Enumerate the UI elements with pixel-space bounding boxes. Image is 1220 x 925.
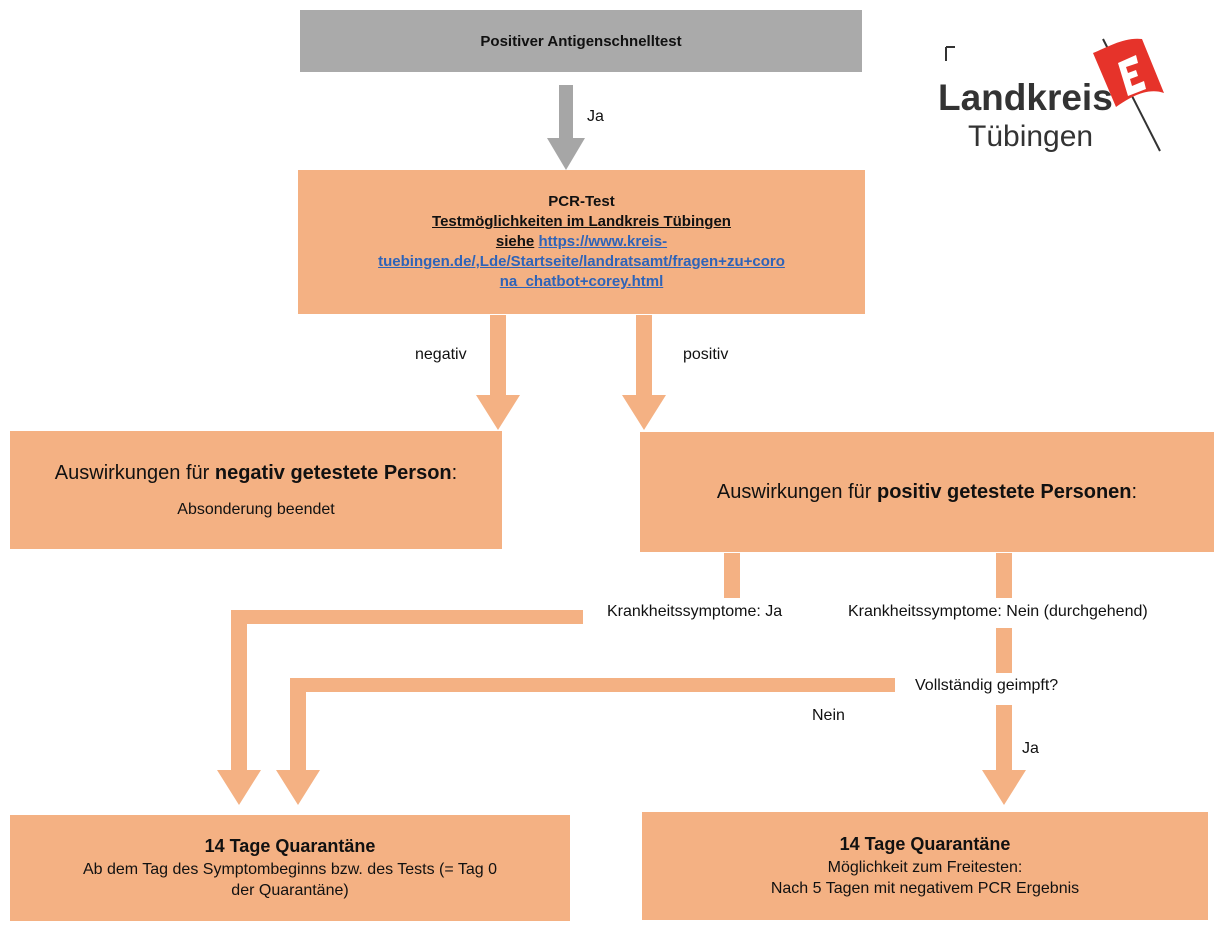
edge-label-symptoms-no: Krankheitssymptome: Nein (durchgehend) <box>848 603 1148 620</box>
edge-label-negativ: negativ <box>415 346 467 363</box>
negative-result-node: Auswirkungen für negativ getestete Perso… <box>10 431 502 549</box>
arrow-vaccinated-no-to-quarantine <box>276 678 895 805</box>
pcr-link-part-3[interactable]: na_chatbot+corey.html <box>499 273 664 290</box>
positive-heading-prefix: Auswirkungen für <box>716 480 877 503</box>
positive-heading-suffix: : <box>1131 480 1138 503</box>
negative-heading-suffix: : <box>451 461 458 484</box>
connector-symptoms-yes-stub <box>724 553 740 598</box>
quarantine-left-node: 14 Tage Quarantäne Ab dem Tag des Sympto… <box>10 815 570 921</box>
pcr-link-part-2[interactable]: tuebingen.de/,Lde/Startseite/landratsamt… <box>378 253 785 270</box>
logo-line-1: Landkreis <box>938 77 1113 118</box>
flag-icon <box>945 38 1164 152</box>
arrow-start-to-pcr <box>547 85 585 170</box>
logo-line-2: Tübingen <box>968 120 1094 153</box>
landkreis-logo: Landkreis Tübingen <box>928 35 1178 185</box>
pcr-subtitle: Testmöglichkeiten im Landkreis Tübingen <box>432 213 731 230</box>
quarantine-right-node: 14 Tage Quarantäne Möglichkeit zum Freit… <box>642 812 1208 920</box>
pcr-title: PCR-Test <box>548 193 615 210</box>
quarantine-left-line-1: Ab dem Tag des Symptombeginns bzw. des T… <box>82 860 497 878</box>
positive-result-node: Auswirkungen für positiv getestete Perso… <box>640 432 1214 552</box>
negative-heading-prefix: Auswirkungen für <box>54 461 215 484</box>
arrow-pcr-to-positive <box>622 315 666 430</box>
edge-label-nein: Nein <box>812 707 845 724</box>
negative-result-detail: Absonderung beendet <box>177 500 335 518</box>
start-node-title: Positiver Antigenschnelltest <box>480 32 682 50</box>
negative-heading-bold: negativ getestete Person <box>214 461 452 484</box>
arrow-symptoms-yes-to-quarantine <box>217 610 583 805</box>
pcr-link-part-1[interactable]: https://www.kreis- <box>538 233 668 250</box>
positive-result-heading: Auswirkungen für positiv getestete Perso… <box>717 481 1137 504</box>
edge-label-symptoms-yes: Krankheitssymptome: Ja <box>607 603 783 620</box>
edge-label-vaccinated: Vollständig geimpft? <box>915 677 1059 694</box>
connector-symptoms-no-to-vaccinated <box>996 628 1012 673</box>
quarantine-left-title: 14 Tage Quarantäne <box>204 835 376 856</box>
edge-label-ja-start: Ja <box>587 108 604 125</box>
quarantine-left-line-2: der Quarantäne) <box>231 881 349 899</box>
positive-heading-bold: positiv getestete Personen <box>876 480 1132 503</box>
arrow-pcr-to-negative <box>476 315 520 430</box>
quarantine-right-line-2: Nach 5 Tagen mit negativem PCR Ergebnis <box>770 879 1080 897</box>
arrow-vaccinated-yes-to-quarantine <box>982 705 1026 805</box>
edge-label-ja-vaccinated: Ja <box>1022 740 1039 757</box>
pcr-see-label: siehe <box>495 233 535 250</box>
start-node: Positiver Antigenschnelltest <box>300 10 862 72</box>
edge-label-positiv: positiv <box>683 346 729 363</box>
quarantine-right-line-1: Möglichkeit zum Freitesten: <box>827 858 1023 876</box>
quarantine-right-title: 14 Tage Quarantäne <box>839 833 1011 854</box>
connector-symptoms-no <box>996 553 1012 598</box>
negative-result-heading: Auswirkungen für negativ getestete Perso… <box>55 462 457 485</box>
pcr-test-node: PCR-Test Testmöglichkeiten im Landkreis … <box>298 170 865 314</box>
